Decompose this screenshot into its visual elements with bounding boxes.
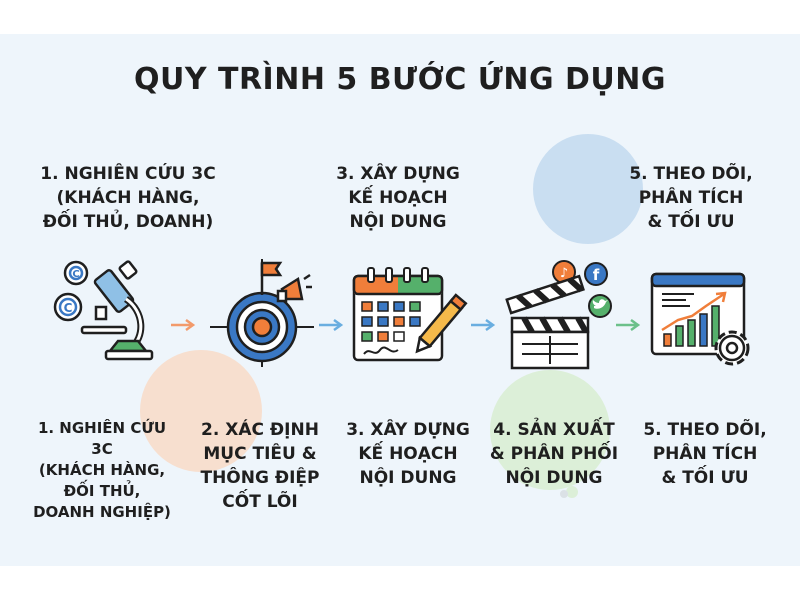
bottom-label-step-2: 2. XÁC ĐỊNH MỤC TIÊU & THÔNG ĐIỆP CỐT LÕ… <box>200 420 320 512</box>
analytics-chart-icon <box>650 272 750 366</box>
microscope-icon: C C <box>53 260 154 361</box>
page-title: QUY TRÌNH 5 BƯỚC ỨNG DỤNG <box>133 62 667 97</box>
c-badge-bottom-text: C <box>64 301 73 315</box>
clapperboard-icon: ♪ f <box>505 260 612 370</box>
decorative-gray-dot <box>560 490 568 498</box>
decorative-blue-circle <box>533 134 643 244</box>
target-icon <box>210 259 314 367</box>
bottom-label-step-3: 3. XÂY DỰNG KẾ HOẠCH NỘI DUNG <box>346 420 470 488</box>
calendar-icon <box>352 267 468 362</box>
bottom-label-step-4: 4. SẢN XUẤT & PHÂN PHỐI NỘI DUNG <box>489 420 619 488</box>
decorative-green-dot <box>566 486 578 498</box>
c-badge-top-text: C <box>72 269 79 280</box>
arrow-step-3-to-4 <box>471 318 496 332</box>
gear-icon <box>714 330 750 366</box>
tiktok-icon: ♪ <box>560 266 568 281</box>
top-label-step-5: 5. THEO DÕI, PHÂN TÍCH & TỐI ƯU <box>629 164 753 232</box>
bottom-label-step-1: 1. NGHIÊN CỨU 3C (KHÁCH HÀNG, ĐỐI THỦ, D… <box>33 419 171 521</box>
arrow-step-2-to-3 <box>319 318 344 332</box>
decorative-green-circle <box>490 370 610 490</box>
top-label-step-3: 3. XÂY DỰNG KẾ HOẠCH NỘI DUNG <box>336 164 460 232</box>
arrow-step-4-to-5 <box>616 318 641 332</box>
decorative-orange-circle <box>140 350 262 472</box>
facebook-icon: f <box>593 266 600 284</box>
arrow-step-1-to-2 <box>171 318 196 332</box>
bottom-label-step-5: 5. THEO DÕI, PHÂN TÍCH & TỐI ƯU <box>643 420 767 488</box>
top-label-step-1: 1. NGHIÊN CỨU 3C (KHÁCH HÀNG, ĐỐI THỦ, D… <box>40 164 216 232</box>
